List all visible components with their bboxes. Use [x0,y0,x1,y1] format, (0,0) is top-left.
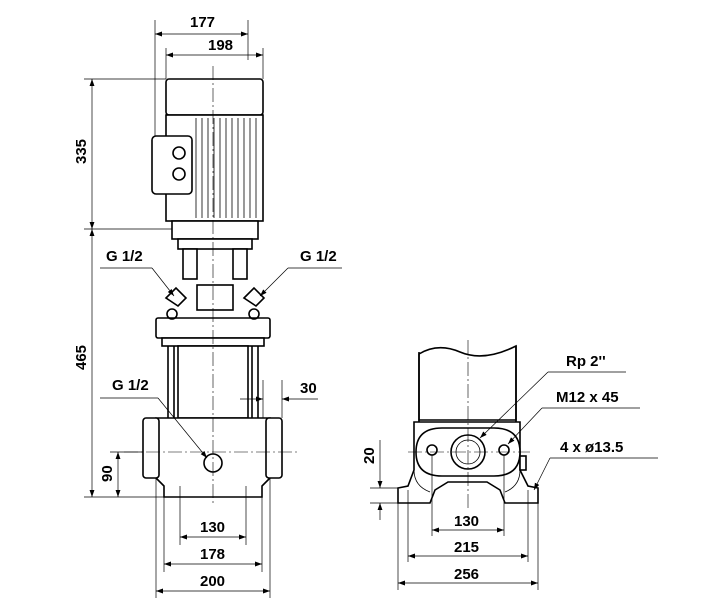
dimension-335: 335 [73,139,90,164]
cable-gland-top [172,146,186,160]
front-view [124,66,300,505]
dimension-130-side: 130 [454,513,479,530]
outlet-flange-right [265,417,283,479]
flange-hole-right [498,444,510,456]
dimension-20: 20 [361,447,378,464]
side-view-dimensions: 20 130 215 256 Rp 2'' M12 x 45 4 x ø13.5 [361,353,658,590]
vent-plug-left [164,286,188,308]
inlet-flange-left [142,417,160,479]
dimension-30: 30 [300,380,317,397]
callout-m12: M12 x 45 [556,389,619,406]
coupling-left-post [182,248,198,280]
dimension-256: 256 [454,566,479,583]
flange-hole-left [426,444,438,456]
front-view-dimensions: 177 198 335 465 90 30 130 178 [73,14,342,598]
dimension-90: 90 [99,465,116,482]
callout-rp: Rp 2'' [566,353,606,370]
callout-holes: 4 x ø13.5 [560,439,623,456]
side-view [397,340,539,510]
dimension-130-front: 130 [200,519,225,536]
coupling-right-post [232,248,248,280]
coupling [196,284,234,311]
callout-g-left-mid: G 1/2 [112,377,149,394]
terminal-box [151,135,193,195]
callout-g-right-top: G 1/2 [300,248,337,265]
dimension-465: 465 [73,345,90,370]
vent-plug-right [242,286,266,308]
callout-g-left-top: G 1/2 [106,248,143,265]
dimension-198: 198 [208,37,233,54]
dimension-178: 178 [200,546,225,563]
dimension-200: 200 [200,573,225,590]
motor-top-cap [165,78,264,116]
pump-column [418,344,517,421]
motor-cooling-fins [195,118,257,218]
dimension-177: 177 [190,14,215,31]
cable-gland-bottom [172,167,186,181]
dimension-215: 215 [454,539,479,556]
motor-stool [177,238,253,250]
motor-flange [171,220,259,240]
